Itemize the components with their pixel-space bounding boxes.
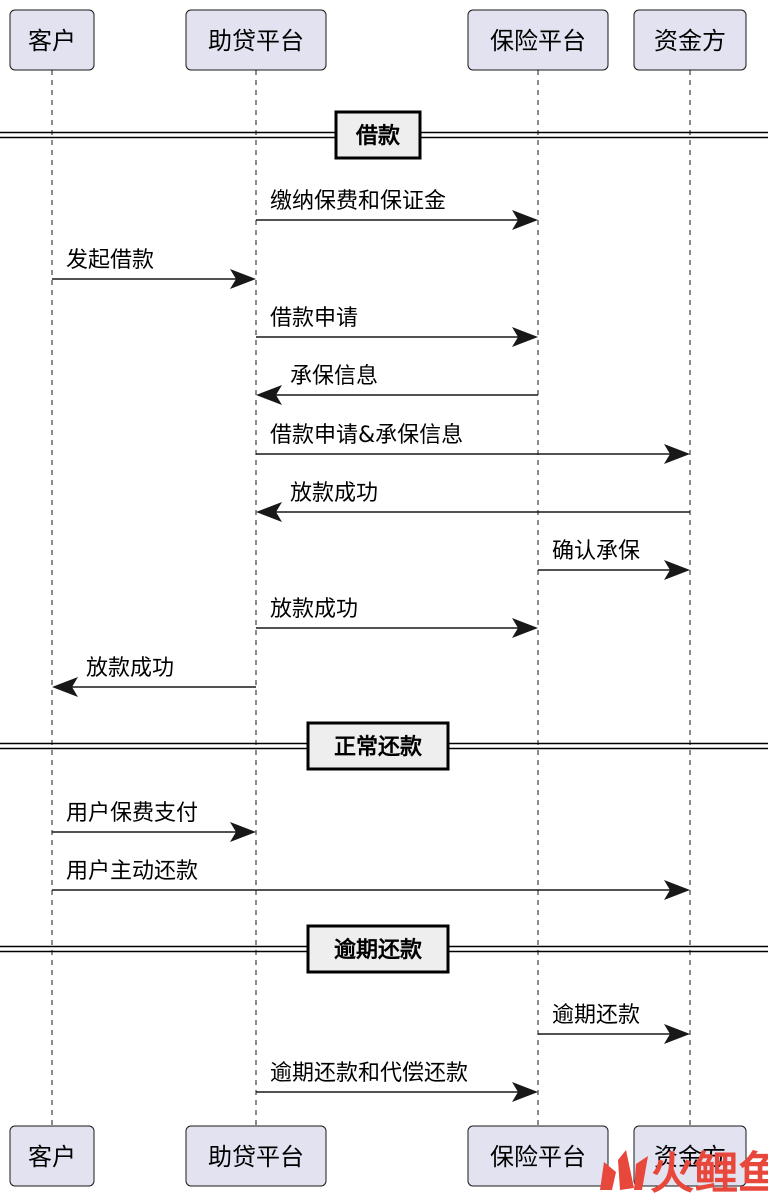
- participant-box: [185, 9, 327, 71]
- watermark: 火鲤鱼: [600, 1148, 768, 1197]
- arrowhead-icon: [512, 210, 538, 230]
- arrowhead-icon: [230, 269, 256, 289]
- message-label: 缴纳保费和保证金: [270, 189, 446, 214]
- participant-platform-top: 助贷平台: [185, 9, 327, 71]
- arrowhead-icon: [664, 560, 690, 580]
- participant-box: [467, 9, 609, 71]
- lifelines: [51, 70, 691, 1126]
- message: 逾期还款: [538, 1003, 690, 1044]
- arrowhead-icon: [664, 880, 690, 900]
- arrowhead-icon: [664, 444, 690, 464]
- watermark-text: 火鲤鱼: [650, 1148, 768, 1197]
- message: 发起借款: [52, 248, 256, 289]
- section-title: 逾期还款: [334, 937, 423, 963]
- message-label: 放款成功: [86, 656, 174, 681]
- message-label: 承保信息: [290, 364, 378, 389]
- participant-customer-bottom: 客户: [9, 1125, 95, 1187]
- message: 借款申请: [256, 306, 538, 347]
- section-title: 正常还款: [334, 734, 423, 760]
- message: 放款成功: [52, 656, 256, 697]
- participant-label: 保险平台: [490, 27, 586, 55]
- participant-box: [185, 1125, 327, 1187]
- participant-box: [9, 9, 95, 71]
- message-label: 确认承保: [552, 539, 640, 564]
- participant-funder-top: 资金方: [633, 9, 747, 71]
- participant-funder-bottom: 资金方: [633, 1125, 747, 1187]
- message: 用户主动还款: [52, 859, 690, 900]
- message-label: 放款成功: [290, 481, 378, 506]
- arrowhead-icon: [512, 327, 538, 347]
- message: 逾期还款和代偿还款: [256, 1061, 538, 1102]
- participant-label: 客户: [28, 27, 76, 55]
- arrowhead-icon: [664, 1024, 690, 1044]
- participant-customer-top: 客户: [9, 9, 95, 71]
- message: 承保信息: [256, 364, 538, 405]
- participant-box: [633, 1125, 747, 1187]
- arrowhead-icon: [256, 502, 282, 522]
- arrowhead-icon: [52, 677, 78, 697]
- section-divider: 借款: [0, 110, 768, 160]
- message-label: 用户保费支付: [66, 801, 198, 826]
- participant-platform-bottom: 助贷平台: [185, 1125, 327, 1187]
- message: 用户保费支付: [52, 801, 256, 842]
- message-label: 发起借款: [66, 248, 154, 273]
- participant-label: 资金方: [654, 27, 726, 55]
- participant-label: 助贷平台: [208, 1143, 304, 1171]
- participant-insurer-top: 保险平台: [467, 9, 609, 71]
- divider-box: [334, 110, 422, 160]
- message: 放款成功: [256, 481, 690, 522]
- arrowhead-icon: [256, 385, 282, 405]
- message-label: 逾期还款和代偿还款: [270, 1061, 468, 1086]
- message-label: 放款成功: [270, 597, 358, 622]
- messages: 缴纳保费和保证金发起借款借款申请承保信息借款申请&承保信息放款成功确认承保放款成…: [52, 189, 690, 1102]
- message-label: 逾期还款: [552, 1003, 640, 1028]
- arrowhead-icon: [230, 822, 256, 842]
- participant-box: [9, 1125, 95, 1187]
- section-title: 借款: [355, 123, 401, 149]
- participant-label: 客户: [28, 1143, 76, 1171]
- participant-box: [633, 9, 747, 71]
- message-label: 用户主动还款: [66, 859, 198, 884]
- message: 缴纳保费和保证金: [256, 189, 538, 230]
- section-divider: 逾期还款: [0, 924, 768, 974]
- section-divider: 正常还款: [0, 721, 768, 771]
- arrowhead-icon: [512, 618, 538, 638]
- divider-box: [306, 924, 450, 974]
- participant-label: 助贷平台: [208, 27, 304, 55]
- message: 确认承保: [538, 539, 690, 580]
- divider-box: [306, 721, 450, 771]
- message-label: 借款申请: [270, 306, 358, 331]
- fire-logo-icon: [600, 1150, 648, 1190]
- message-label: 借款申请&承保信息: [270, 423, 463, 448]
- participant-insurer-bottom: 保险平台: [467, 1125, 609, 1187]
- participant-label: 保险平台: [490, 1143, 586, 1171]
- participant-label: 资金方: [654, 1143, 726, 1171]
- arrowhead-icon: [512, 1082, 538, 1102]
- participant-box: [467, 1125, 609, 1187]
- message: 借款申请&承保信息: [256, 423, 690, 464]
- message: 放款成功: [256, 597, 538, 638]
